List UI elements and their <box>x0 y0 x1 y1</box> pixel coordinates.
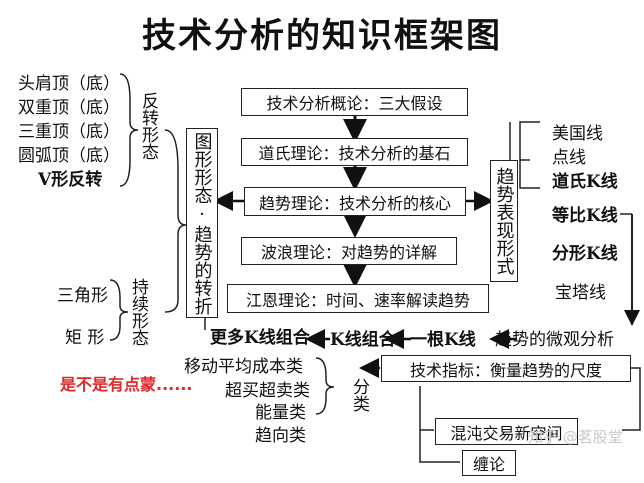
page-title: 技术分析的知识框架图 <box>142 16 502 56</box>
classify-label: 分类 <box>349 378 369 412</box>
overview-box: 技术分析概论：三大假设 <box>241 88 468 116</box>
trend-theory-box: 趋势理论：技术分析的核心 <box>244 187 466 216</box>
trend-form-line: 宝塔线 <box>555 283 606 303</box>
reversal-brace <box>119 73 139 187</box>
dow-theory-box: 道氏理论：技术分析的基石 <box>241 138 468 166</box>
trend-form-line: 分形K线 <box>552 244 618 264</box>
gann-theory-box: 江恩理论：时间、速率解读趋势 <box>227 284 489 313</box>
trend-form-line: 美国线 <box>552 124 603 144</box>
chaos-box: 混沌交易新空间 <box>435 418 578 445</box>
reversal-item: 圆弧顶（底） <box>18 146 120 166</box>
zen-box: 缠论 <box>462 450 516 476</box>
reversal-item: 三重顶（底） <box>18 122 120 142</box>
reversal-item: 头肩顶（底） <box>18 74 120 94</box>
pattern-box: 图形形态·趋势的转折 <box>186 128 218 318</box>
micro-analysis: 趋势的微观分析 <box>495 330 614 350</box>
continuation-item: 三角形 <box>57 286 108 306</box>
reversal-item: 双重顶（底） <box>18 98 120 118</box>
reversal-item: V形反转 <box>38 170 103 190</box>
watermark: 知乎 @茗股堂 <box>528 428 623 446</box>
reversal-label: 反转形态 <box>138 92 158 160</box>
trend-form-line: 等比K线 <box>552 206 618 226</box>
wave-theory-box: 波浪理论：对趋势的详解 <box>241 237 457 265</box>
trend-form-box: 趋势表现形式 <box>490 160 518 282</box>
indicator-category: 趋向类 <box>255 426 306 446</box>
indicator-category: 能量类 <box>255 403 306 423</box>
indicator-box: 技术指标：衡量趋势的尺度 <box>381 355 631 382</box>
indicator-category: 移动平均成本类 <box>184 357 303 377</box>
kline-combo: K线组合 <box>330 330 396 350</box>
single-kline: 一根K线 <box>410 330 476 350</box>
trend-form-line: 道氏K线 <box>552 172 618 192</box>
continuation-item: 矩 形 <box>65 328 105 348</box>
more-kline-combo: 更多K线组合 <box>210 328 310 348</box>
indicator-category: 超买超卖类 <box>225 381 310 401</box>
trend-form-line: 点线 <box>552 148 586 168</box>
continuation-brace <box>109 279 129 341</box>
comment-text: 是不是有点蒙...... <box>60 375 193 394</box>
pattern-brace <box>164 129 187 313</box>
continuation-label: 持续形态 <box>128 278 148 346</box>
